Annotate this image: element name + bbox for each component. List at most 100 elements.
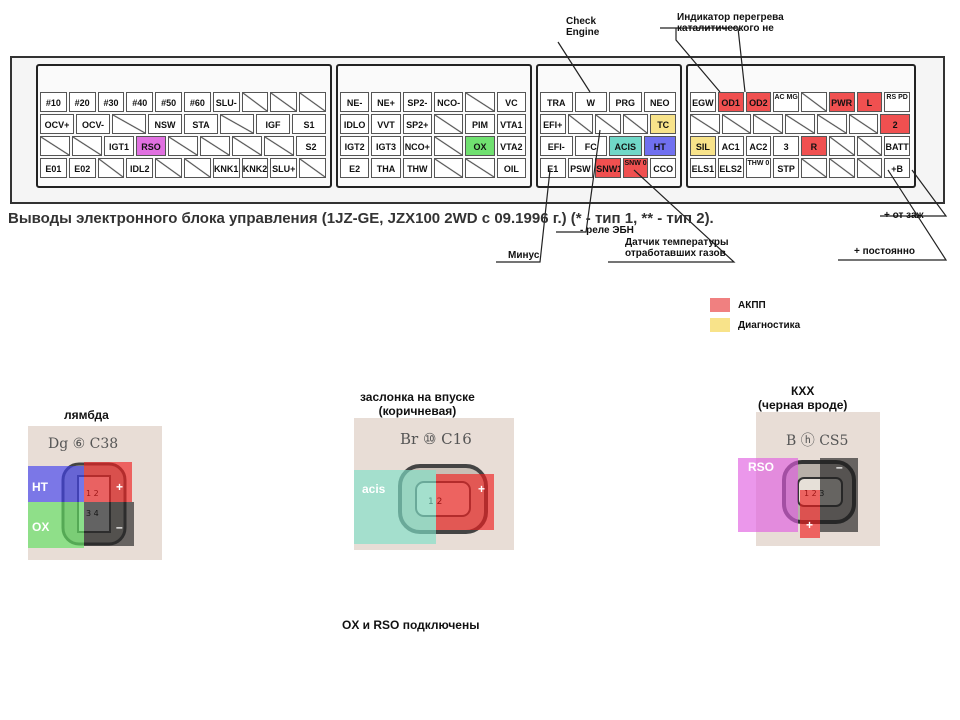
lambda-stamp: Dg ⑥ C38 <box>48 436 119 452</box>
c3-row3-pin-3: HT <box>643 136 676 156</box>
c4-row4-pin-2: THW 0 <box>745 158 772 178</box>
c4-row2-pin-2 <box>753 114 784 134</box>
c3-row2-pin-1 <box>567 114 594 134</box>
c4-row3-pin-1: AC1 <box>717 136 744 156</box>
c1-row1-pin-2: #30 <box>97 92 125 112</box>
c2-row2-pin-3 <box>434 114 464 134</box>
c3-row2-pin-4: TC <box>650 114 676 134</box>
kxx-minus-label: – <box>836 460 843 474</box>
c1-row1-pin-5: #60 <box>184 92 211 112</box>
legend-akpp-label: АКПП <box>738 300 766 311</box>
kxx-minus-overlay <box>820 458 858 532</box>
constant-plus-label: + постоянно <box>854 246 915 257</box>
c1-row1-pin-1: #20 <box>68 92 96 112</box>
c2-row1-pin-2: SP2- <box>402 92 432 112</box>
c2-row1-pin-1: NE+ <box>371 92 401 112</box>
c4-row4-pin-1: ELS2 <box>717 158 744 178</box>
lambda-minus-label: – <box>116 520 123 534</box>
lambda-minus-overlay <box>84 502 134 546</box>
c1-row3-pin-5 <box>200 136 230 156</box>
c4-row4-pin-3: STP <box>773 158 799 178</box>
c3-row1-pin-2: PRG <box>609 92 642 112</box>
c4-row4-pin-6 <box>856 158 883 178</box>
c4-row2-pin-5 <box>848 114 879 134</box>
c3-row2-pin-3 <box>622 114 649 134</box>
c3-row2-pin-0: EFI+ <box>540 114 566 134</box>
c3-row2-pin-2 <box>595 114 621 134</box>
c3-row1-pin-3: NEO <box>643 92 676 112</box>
lambda-ht-overlay <box>28 466 84 502</box>
c4-row1-pin-1: OD1 <box>717 92 744 112</box>
connected-note: OX и RSO подключены <box>342 618 480 632</box>
c1-row3-pin-8: S2 <box>296 136 326 156</box>
c4-row3-pin-5 <box>828 136 855 156</box>
ebn-relay-label: - реле ЭБН <box>580 225 634 236</box>
c1-row2-pin-1: OCV- <box>76 114 110 134</box>
c4-row3-pin-4: R <box>801 136 827 156</box>
kxx-rso-overlay <box>738 458 798 532</box>
minus-line <box>496 169 551 263</box>
c1-row3-pin-3: RSO <box>136 136 166 156</box>
c2-row4-pin-4 <box>465 158 495 178</box>
lambda-plus-overlay <box>84 462 132 502</box>
c4-row4-pin-0: ELS1 <box>690 158 716 178</box>
kxx-title: КХХ (черная вроде) <box>758 384 848 412</box>
c1-row2-pin-7: S1 <box>292 114 326 134</box>
check-engine-line <box>557 41 591 93</box>
throttle-plus-label: + <box>478 482 486 496</box>
c2-row2-pin-5: VTA1 <box>496 114 526 134</box>
c3-row4-pin-0: E1 <box>540 158 566 178</box>
legend-akpp-swatch <box>710 298 730 312</box>
ebn-line <box>556 129 601 233</box>
overheat-label: Индикатор перегрева каталитического не <box>677 12 784 34</box>
c3-row1-pin-0: TRA <box>540 92 573 112</box>
c4-row4-pin-4 <box>801 158 827 178</box>
throttle-stamp: Br ⑩ C16 <box>400 430 472 448</box>
c4-row2-pin-6: 2 <box>880 114 910 134</box>
c3-row4-pin-3: SNW 0 <box>622 158 649 178</box>
c3-row4-pin-1: PSW <box>567 158 594 178</box>
kxx-plus-overlay <box>800 490 820 538</box>
c1-row3-pin-1 <box>72 136 102 156</box>
c2-row3-pin-2: NCO+ <box>402 136 432 156</box>
c1-row1-pin-8 <box>270 92 298 112</box>
c1-row4-pin-8: SLU+ <box>270 158 298 178</box>
c2-row3-pin-0: IGT2 <box>340 136 370 156</box>
c4-row3-pin-0: SIL <box>690 136 716 156</box>
c1-row4-pin-3: IDL2 <box>126 158 154 178</box>
c3-row3-pin-2: ACIS <box>609 136 642 156</box>
c2-row1-pin-5: VC <box>496 92 526 112</box>
c1-row2-pin-5 <box>220 114 254 134</box>
overheat-line-2 <box>675 28 721 93</box>
exhaust-temp-label: Датчик температуры отработавших газов <box>625 237 729 259</box>
c2-row4-pin-5: OIL <box>496 158 526 178</box>
c1-row4-pin-2 <box>97 158 125 178</box>
c2-row2-pin-0: IDLO <box>340 114 370 134</box>
exhaust-line <box>608 169 736 263</box>
c1-row4-pin-5 <box>184 158 211 178</box>
c4-row1-pin-3: AC MG <box>773 92 799 112</box>
c2-row3-pin-1: IGT3 <box>371 136 401 156</box>
c2-row4-pin-2: THW <box>402 158 432 178</box>
c1-row2-pin-4: STA <box>184 114 218 134</box>
throttle-acis-overlay <box>354 470 436 544</box>
c3-row4-pin-4: CCO <box>650 158 676 178</box>
c1-row1-pin-6: SLU- <box>212 92 240 112</box>
c4-row3-pin-3: 3 <box>773 136 799 156</box>
c2-row3-pin-4: OX <box>465 136 495 156</box>
c4-row1-pin-2: OD2 <box>745 92 772 112</box>
c2-row4-pin-1: THA <box>371 158 401 178</box>
c1-row1-pin-0: #10 <box>40 92 67 112</box>
ign-plus-label: + от заж <box>884 210 924 221</box>
c1-row3-pin-2: IGT1 <box>104 136 134 156</box>
throttle-acis-label: acis <box>362 482 386 496</box>
c1-row1-pin-9 <box>299 92 326 112</box>
c1-row2-pin-0: OCV+ <box>40 114 74 134</box>
c1-row3-pin-0 <box>40 136 70 156</box>
lambda-plus-label: + <box>116 480 124 494</box>
c4-row2-pin-1 <box>721 114 752 134</box>
c4-row2-pin-0 <box>690 114 720 134</box>
throttle-plus-overlay <box>436 474 494 530</box>
c1-row4-pin-4 <box>155 158 182 178</box>
c1-row4-pin-1: E02 <box>68 158 96 178</box>
